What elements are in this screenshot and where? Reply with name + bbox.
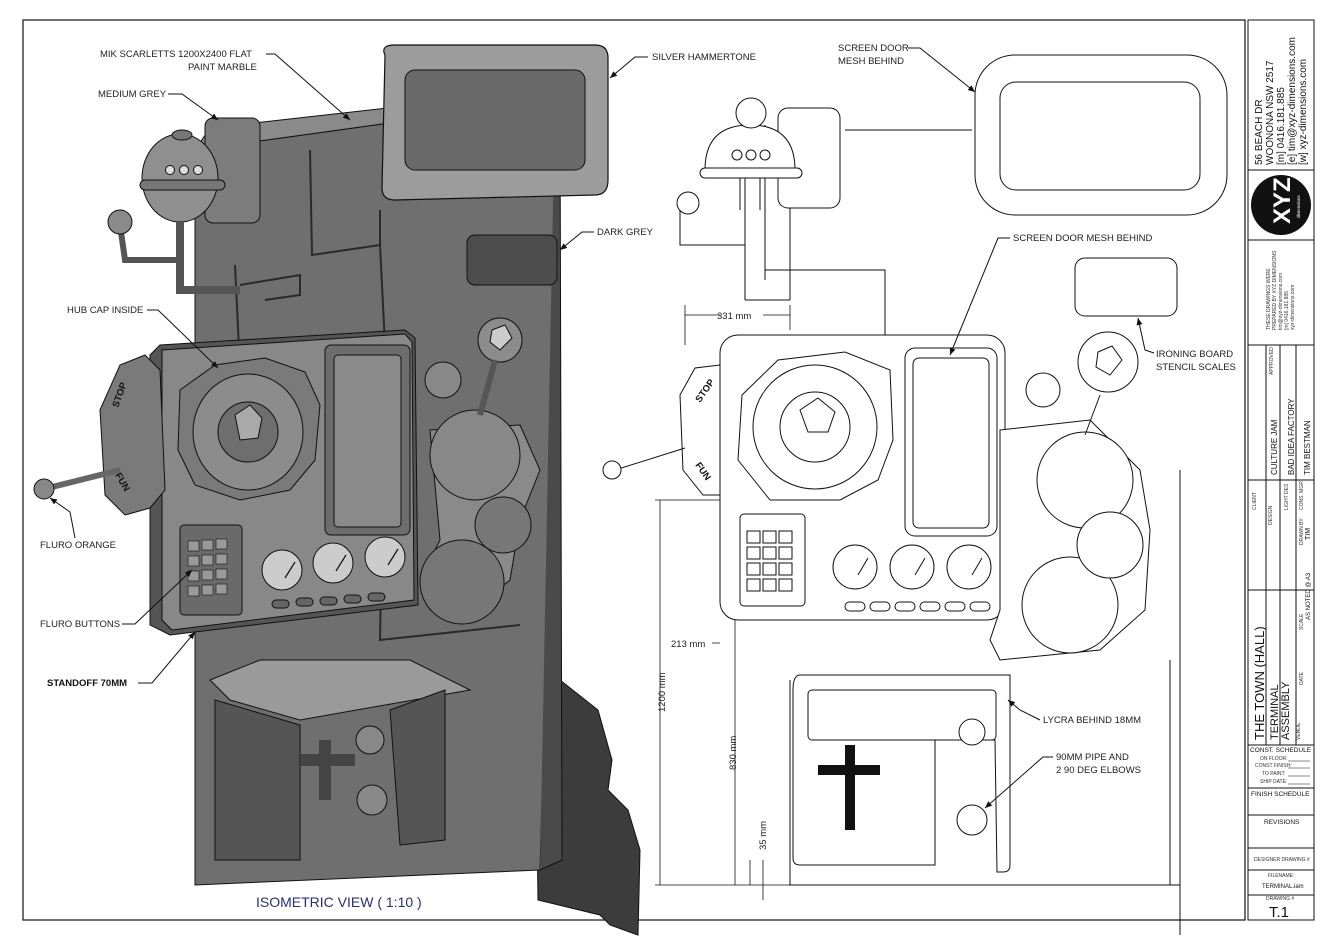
dimensions (655, 305, 791, 900)
iso-main-panel (149, 329, 419, 636)
dim-830: 830 mm (728, 736, 739, 770)
finish-schedule: FINISH SCHEDULE (1251, 791, 1310, 798)
svg-text:AS NOTED @ A3: AS NOTED @ A3 (1306, 572, 1312, 620)
copyright-line-1: THESE DRAWINGS WERE (1266, 268, 1272, 330)
svg-text:DESIGN: DESIGN (1268, 505, 1274, 525)
callout-screen-door: SCREEN DOOR (838, 43, 909, 54)
callout-fluro-orange: FLURO ORANGE (40, 540, 116, 551)
callout-dark-grey: DARK GREY (597, 227, 654, 238)
svg-text:CONS. MGR: CONS. MGR (1299, 481, 1305, 510)
svg-text:APPROVED: APPROVED (1269, 347, 1275, 375)
iso-shelf (209, 659, 472, 861)
iso-callouts: MIK SCARLETTS 1200X2400 FLAT PAINT MARBL… (40, 49, 756, 689)
const-row-2: CONST FINISH: (1255, 763, 1292, 769)
logo-subtext: dimensions (1296, 194, 1301, 218)
project-title: THE TOWN (HALL) (1252, 626, 1267, 740)
dim-1200: 1200 mm (657, 672, 668, 712)
approved-field: APPROVED (1269, 347, 1275, 375)
svg-text:TIM: TIM (1305, 528, 1312, 540)
svg-text:CULTURE JAM: CULTURE JAM (1270, 419, 1279, 475)
client-value: CULTURE JAM (1270, 419, 1279, 475)
drawing-no-label: DRAWING # (1266, 896, 1294, 902)
phone: [m] 0416.181.885 (1276, 87, 1287, 165)
svg-text:DRAWN BY: DRAWN BY (1299, 518, 1305, 545)
scale-value: AS NOTED @ A3 (1306, 572, 1312, 620)
callout-pipe: 90MM PIPE AND (1056, 752, 1129, 763)
scale-field: SCALE (1299, 613, 1305, 630)
front-callouts: SCREEN DOOR MESH BEHIND SCREEN DOOR MESH… (838, 43, 1236, 809)
callout-pipe-line2: 2 90 DEG ELBOWS (1056, 765, 1141, 776)
copyright-line-4: [m] 0416.181.885 (1284, 291, 1290, 330)
cons-mgr-field: CONS. MGR (1299, 481, 1305, 510)
venue-field: VENUE (1296, 722, 1302, 740)
robot-head (107, 117, 261, 294)
const-row-1: ON FLOOR: (1260, 756, 1288, 762)
callout-hub-cap: HUB CAP INSIDE (67, 305, 143, 316)
svg-text:ASSEMBLY: ASSEMBLY (1280, 681, 1292, 740)
iso-circle-panel (419, 317, 541, 625)
cons-mgr-value: TIM BESTMAN (1303, 420, 1312, 475)
stop-sign: STOP FUN (33, 354, 166, 516)
svg-text:CLIENT: CLIENT (1252, 492, 1258, 510)
drawn-by-field: DRAWN BY (1299, 518, 1305, 545)
svg-text:THE TOWN (HALL): THE TOWN (HALL) (1252, 626, 1267, 740)
copyright-line-2: PREPARED BY XYZ DIMENSIONS (1272, 250, 1278, 330)
const-schedule: CONST. SCHEDULE (1250, 747, 1312, 754)
isometric-view: STOP FUN ISOMETRIC VIEW ( 1:10 ) (33, 44, 641, 936)
const-row-4: SHIP DATE: (1260, 779, 1287, 785)
callout-screen-door-mesh: SCREEN DOOR MESH BEHIND (1013, 233, 1152, 244)
email: [e] tim@xyz-dimensions.com (1287, 37, 1298, 165)
revisions: REVISIONS (1264, 819, 1300, 826)
callout-screen-door-line2: MESH BEHIND (838, 56, 904, 67)
front-elevation (602, 54, 1228, 935)
client-field: CLIENT (1252, 492, 1258, 510)
dark-grey-box (466, 234, 558, 286)
drawn-by-value: TIM (1305, 528, 1312, 540)
address-line-1: 56 BEACH DR (1254, 99, 1265, 165)
designer-drawing: DESIGNER DRAWING # (1254, 857, 1310, 863)
callout-mik: MIK SCARLETTS 1200X2400 FLAT (100, 49, 252, 60)
copyright-block: THESE DRAWINGS WERE PREPARED BY XYZ DIME… (1266, 250, 1296, 330)
copyright-line-5: xyz-dimensions.com (1290, 285, 1296, 330)
copyright-line-3: tim@xyz-dimensions.com (1278, 273, 1284, 330)
drawing-number: T.1 (1269, 904, 1289, 921)
callout-silver: SILVER HAMMERTONE (652, 52, 756, 63)
address-line-2: WOONONA NSW 2517 (1265, 60, 1276, 165)
callout-mik-line2: PAINT MARBLE (188, 62, 257, 73)
address-block: 56 BEACH DR WOONONA NSW 2517 [m] 0416.18… (1254, 37, 1309, 165)
svg-text:TERMINAL: TERMINAL (1269, 684, 1281, 740)
dim-213: 213 mm (671, 639, 705, 650)
const-row-3: TO PAINT: (1262, 771, 1285, 777)
callout-lycra: LYCRA BEHIND 18MM (1043, 715, 1141, 726)
website: [w] xyz-dimensions.com (1298, 59, 1309, 165)
date-field: DATE (1299, 671, 1305, 685)
svg-text:TIM BESTMAN: TIM BESTMAN (1303, 420, 1312, 475)
dim-35: 35 mm (758, 821, 769, 850)
filename-label: FILENAME: (1268, 873, 1294, 879)
callout-ironing-line2: STENCIL SCALES (1156, 362, 1236, 373)
design-value: BAD IDEA FACTORY (1287, 398, 1296, 475)
svg-text:DATE: DATE (1299, 671, 1305, 685)
design-field: DESIGN (1268, 505, 1274, 525)
filename-value: TERMINAL.iam (1262, 884, 1304, 890)
light-des-field: LIGHT DES (1284, 483, 1290, 510)
drawing-title: TERMINAL ASSEMBLY (1269, 681, 1292, 740)
svg-text:BAD IDEA FACTORY: BAD IDEA FACTORY (1287, 398, 1296, 475)
title-block: XYZ dimensions (1247, 19, 1315, 921)
xyz-logo (1251, 175, 1311, 235)
isometric-title: ISOMETRIC VIEW ( 1:10 ) (256, 894, 422, 910)
svg-text:LIGHT DES: LIGHT DES (1284, 483, 1290, 510)
callout-medium-grey: MEDIUM GREY (98, 89, 167, 100)
svg-text:VENUE: VENUE (1296, 722, 1302, 740)
callout-fluro-buttons: FLURO BUTTONS (40, 619, 120, 630)
callout-standoff: STANDOFF 70MM (47, 678, 127, 689)
logo-text: XYZ (1269, 177, 1296, 224)
silver-hammertone-frame (381, 44, 609, 201)
svg-text:SCALE: SCALE (1299, 613, 1305, 630)
callout-ironing: IRONING BOARD (1156, 349, 1233, 360)
dim-331: 331 mm (717, 311, 751, 322)
